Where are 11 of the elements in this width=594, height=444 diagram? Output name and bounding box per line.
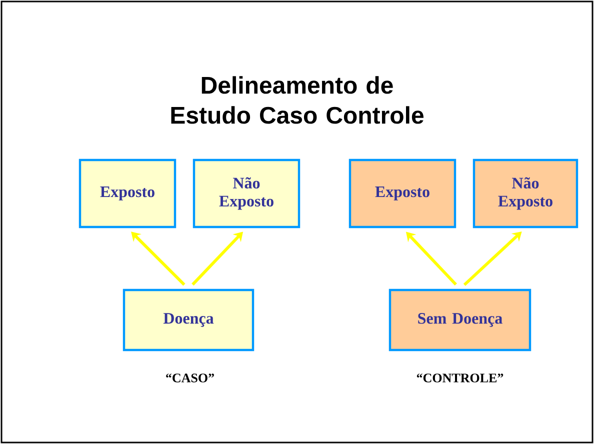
arrow — [131, 232, 186, 286]
title: Delineamento de Estudo Caso Controle — [171, 76, 424, 124]
box: Sem Doença — [388, 288, 532, 352]
group-label: “CONTROLE” — [416, 374, 504, 382]
box: Não Exposto — [472, 158, 578, 228]
arrow — [463, 232, 522, 286]
box: Exposto — [78, 158, 176, 228]
group-label: “CASO” — [166, 374, 214, 382]
box: Exposto — [348, 158, 456, 228]
box: Doença — [122, 288, 254, 352]
box: Não Exposto — [192, 158, 300, 228]
